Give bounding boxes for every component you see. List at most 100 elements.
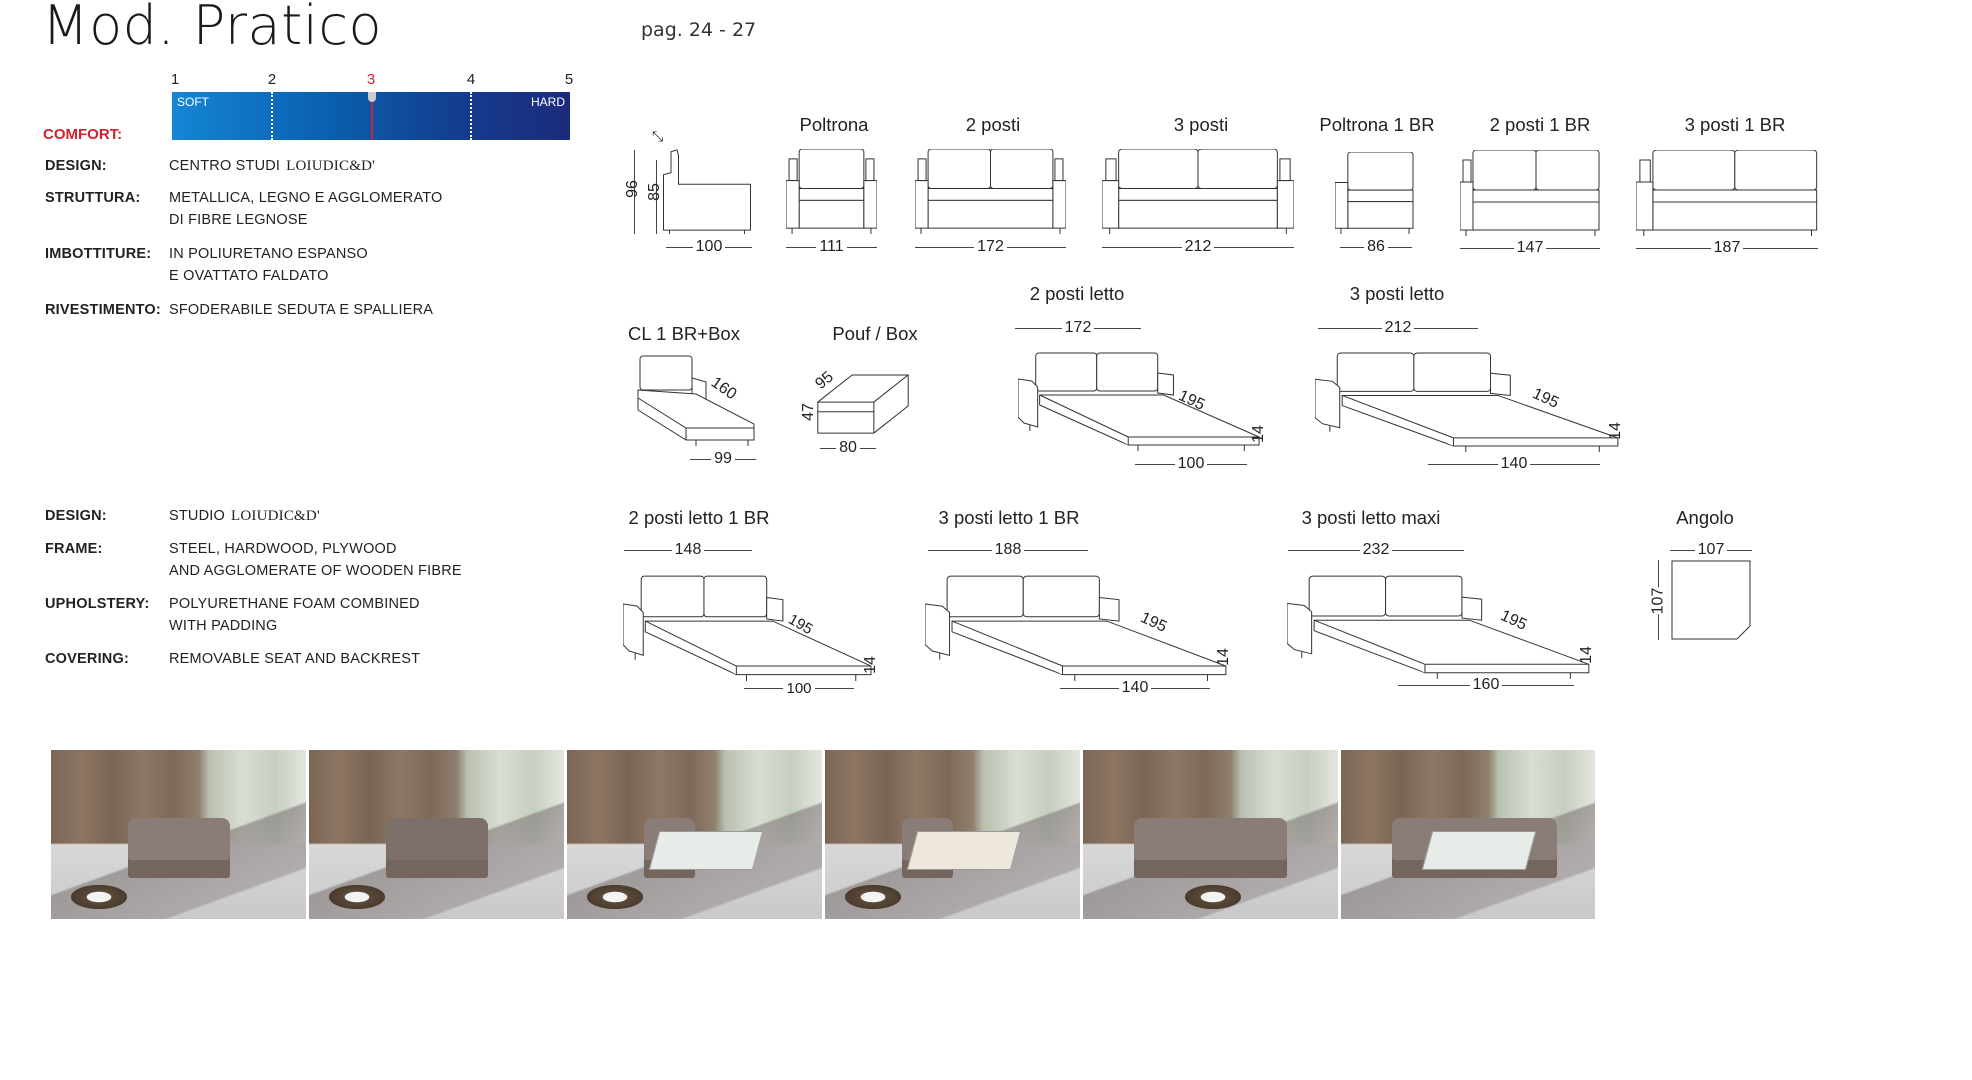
- dim-bed-width: 100: [1135, 455, 1248, 473]
- poltrona-drawing: [786, 149, 877, 234]
- spec-line: POLYURETHANE FOAM COMBINED: [169, 596, 420, 612]
- photo-chaise-bed-open: [1341, 750, 1595, 919]
- spec-line: STUDIO: [169, 508, 225, 524]
- page-title: Mod. Pratico: [42, 0, 383, 57]
- chaise-drawing: [637, 355, 755, 446]
- spec-label-upholstery: UPHOLSTERY:: [45, 596, 150, 612]
- spec-value-design-en: STUDIO LOIUDIC&D': [169, 505, 320, 527]
- 2-posti-1br-drawing: [1460, 150, 1600, 236]
- model-title: Poltrona 1 BR: [1319, 114, 1435, 135]
- dim-value: 232: [1362, 541, 1390, 558]
- dim-value: 147: [1516, 239, 1544, 256]
- model-title: 2 posti letto: [1029, 283, 1125, 304]
- dim-width: 147: [1460, 239, 1601, 257]
- dim-bed-height: 14: [1577, 646, 1595, 664]
- dim-value: 212: [1184, 238, 1212, 255]
- dim-value: 107: [1697, 541, 1725, 558]
- dim-width: 212: [1318, 319, 1479, 337]
- angolo-drawing: [1671, 560, 1751, 640]
- dim-value: 140: [1500, 455, 1528, 472]
- dim-depth: 107: [1647, 587, 1670, 615]
- photo-bed-made: [825, 750, 1080, 919]
- spec-line: DI FIBRE LEGNOSE: [169, 212, 308, 228]
- dim-width: 80: [820, 439, 877, 457]
- model-title: 3 posti: [1173, 114, 1229, 135]
- dim-value: 172: [1064, 319, 1092, 336]
- dim-bed-height: 14: [861, 656, 879, 674]
- photo-sofa-opening: [309, 750, 564, 919]
- dim-bed-height: 14: [1606, 422, 1624, 440]
- designer-logo: LOIUDIC&D': [286, 158, 376, 174]
- spec-line: E OVATTATO FALDATO: [169, 268, 329, 284]
- dim-value: 148: [674, 541, 702, 558]
- dim-value: 100: [695, 238, 723, 255]
- dim-width: 188: [928, 541, 1089, 559]
- dimension-line: [656, 160, 657, 234]
- dim-value: 160: [1472, 676, 1500, 693]
- spec-value-upholstery: POLYURETHANE FOAM COMBINED WITH PADDING: [169, 593, 420, 637]
- model-title: CL 1 BR+Box: [628, 323, 740, 344]
- designer-logo: LOIUDIC&D': [230, 508, 320, 524]
- dim-value: 111: [819, 238, 844, 255]
- comfort-marker: [371, 92, 373, 140]
- dim-value: 100: [786, 680, 812, 697]
- 2-posti-drawing: [915, 149, 1066, 234]
- comfort-tick-2: 2: [267, 71, 277, 88]
- dim-value: 212: [1384, 319, 1412, 336]
- poltrona-1br-drawing: [1335, 152, 1414, 234]
- spec-line: REMOVABLE SEAT AND BACKREST: [169, 651, 421, 667]
- spec-value-rivestimento: SFODERABILE SEDUTA E SPALLIERA: [169, 299, 433, 321]
- spec-line: STEEL, HARDWOOD, PLYWOOD: [169, 541, 397, 557]
- photo-sofa-closed: [51, 750, 306, 919]
- 3-posti-letto-drawing: [1315, 352, 1619, 452]
- model-title: 3 posti 1 BR: [1684, 114, 1786, 135]
- spec-label-frame: FRAME:: [45, 541, 103, 557]
- dim-width: 232: [1288, 541, 1465, 559]
- model-title: Pouf / Box: [832, 323, 918, 344]
- spec-value-struttura: METALLICA, LEGNO E AGGLOMERATO DI FIBRE L…: [169, 187, 443, 231]
- recline-arrow-icon: ⤡: [652, 128, 664, 144]
- spec-value-imbottiture: IN POLIURETANO ESPANSO E OVATTATO FALDATO: [169, 243, 368, 287]
- dim-height-back: 85: [645, 183, 663, 201]
- dim-bed-width: 140: [1060, 679, 1211, 697]
- dim-bed-width: 140: [1428, 455, 1601, 473]
- dim-width: 107: [1670, 541, 1753, 559]
- 3-posti-letto-maxi-drawing: [1287, 575, 1590, 679]
- dim-width: 148: [624, 541, 753, 559]
- comfort-marker-knob: [368, 92, 376, 102]
- comfort-tick-4: 4: [466, 71, 476, 88]
- spec-line: IN POLIURETANO ESPANSO: [169, 246, 368, 262]
- page-reference: pag. 24 - 27: [641, 19, 757, 41]
- spec-value-covering: REMOVABLE SEAT AND BACKREST: [169, 648, 420, 670]
- comfort-tick-1: 1: [170, 71, 180, 88]
- spec-label-covering: COVERING:: [45, 651, 129, 667]
- spec-line: WITH PADDING: [169, 618, 278, 634]
- dim-width: 111: [786, 238, 878, 256]
- dim-width: 212: [1102, 238, 1295, 256]
- dim-height-total: 96: [623, 180, 641, 198]
- comfort-tick-3: 3: [366, 71, 376, 88]
- model-title: 2 posti: [965, 114, 1021, 135]
- spec-line: METALLICA, LEGNO E AGGLOMERATO: [169, 190, 443, 206]
- dim-value: 100: [1177, 455, 1205, 472]
- dim-height: 47: [799, 403, 817, 421]
- comfort-divider: [271, 92, 273, 140]
- spec-line: SFODERABILE SEDUTA E SPALLIERA: [169, 302, 434, 318]
- dim-bed-height: 14: [1249, 425, 1267, 443]
- comfort-tick-5: 5: [564, 71, 574, 88]
- dim-depth: 100: [666, 238, 753, 256]
- spec-label-design: DESIGN:: [45, 158, 107, 174]
- dim-value: 172: [977, 238, 1004, 255]
- model-title: 2 posti 1 BR: [1489, 114, 1591, 135]
- spec-line: CENTRO STUDI: [169, 158, 281, 174]
- dim-value: 188: [994, 541, 1022, 558]
- spec-label-struttura: STRUTTURA:: [45, 190, 141, 206]
- comfort-soft-label: SOFT: [177, 95, 209, 109]
- dim-width: 99: [690, 450, 757, 468]
- 2-posti-letto-1br-drawing: [623, 575, 872, 681]
- model-title: Poltrona: [799, 114, 869, 135]
- dim-value: 86: [1367, 238, 1385, 255]
- model-title: 3 posti letto 1 BR: [938, 507, 1080, 528]
- photo-chaise-sofa-opening: [1083, 750, 1338, 919]
